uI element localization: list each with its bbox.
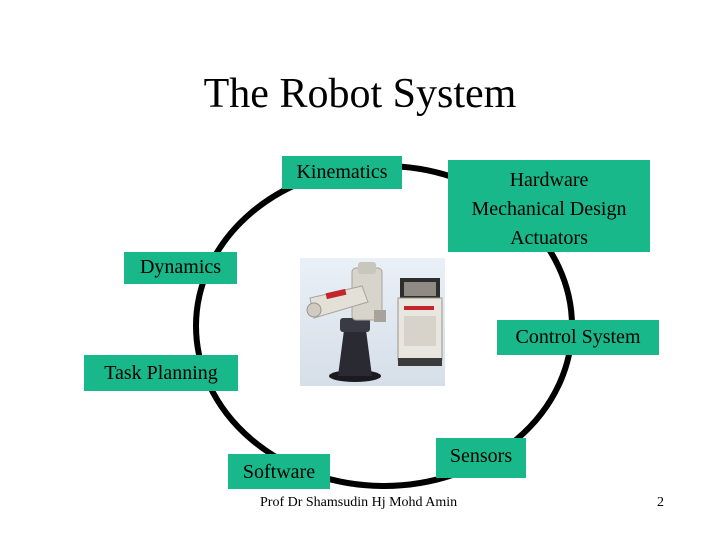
hardware-box: Hardware Mechanical Design Actuators xyxy=(448,160,650,252)
slide-title: The Robot System xyxy=(203,71,517,117)
actuators-label: Actuators xyxy=(510,227,588,249)
kinematics-label: Kinematics xyxy=(296,161,388,183)
task-planning-label: Task Planning xyxy=(104,362,218,384)
robot-photo xyxy=(300,258,445,386)
software-label: Software xyxy=(242,461,316,483)
sensors-label: Sensors xyxy=(449,445,513,467)
kinematics-box: Kinematics xyxy=(282,156,402,189)
robot-arm-image xyxy=(306,262,443,382)
control-system-box: Control System xyxy=(497,320,659,355)
dynamics-label: Dynamics xyxy=(139,256,222,278)
control-system-label: Control System xyxy=(515,326,641,348)
software-box: Software xyxy=(228,454,330,489)
dynamics-box: Dynamics xyxy=(124,252,237,284)
task-planning-box: Task Planning xyxy=(84,355,238,391)
mechanical-design-label: Mechanical Design xyxy=(471,198,627,220)
sensors-box: Sensors xyxy=(436,438,526,478)
page-number: 2 xyxy=(657,495,664,510)
hardware-label: Hardware xyxy=(509,169,589,191)
footer-author: Prof Dr Shamsudin Hj Mohd Amin xyxy=(260,495,458,510)
